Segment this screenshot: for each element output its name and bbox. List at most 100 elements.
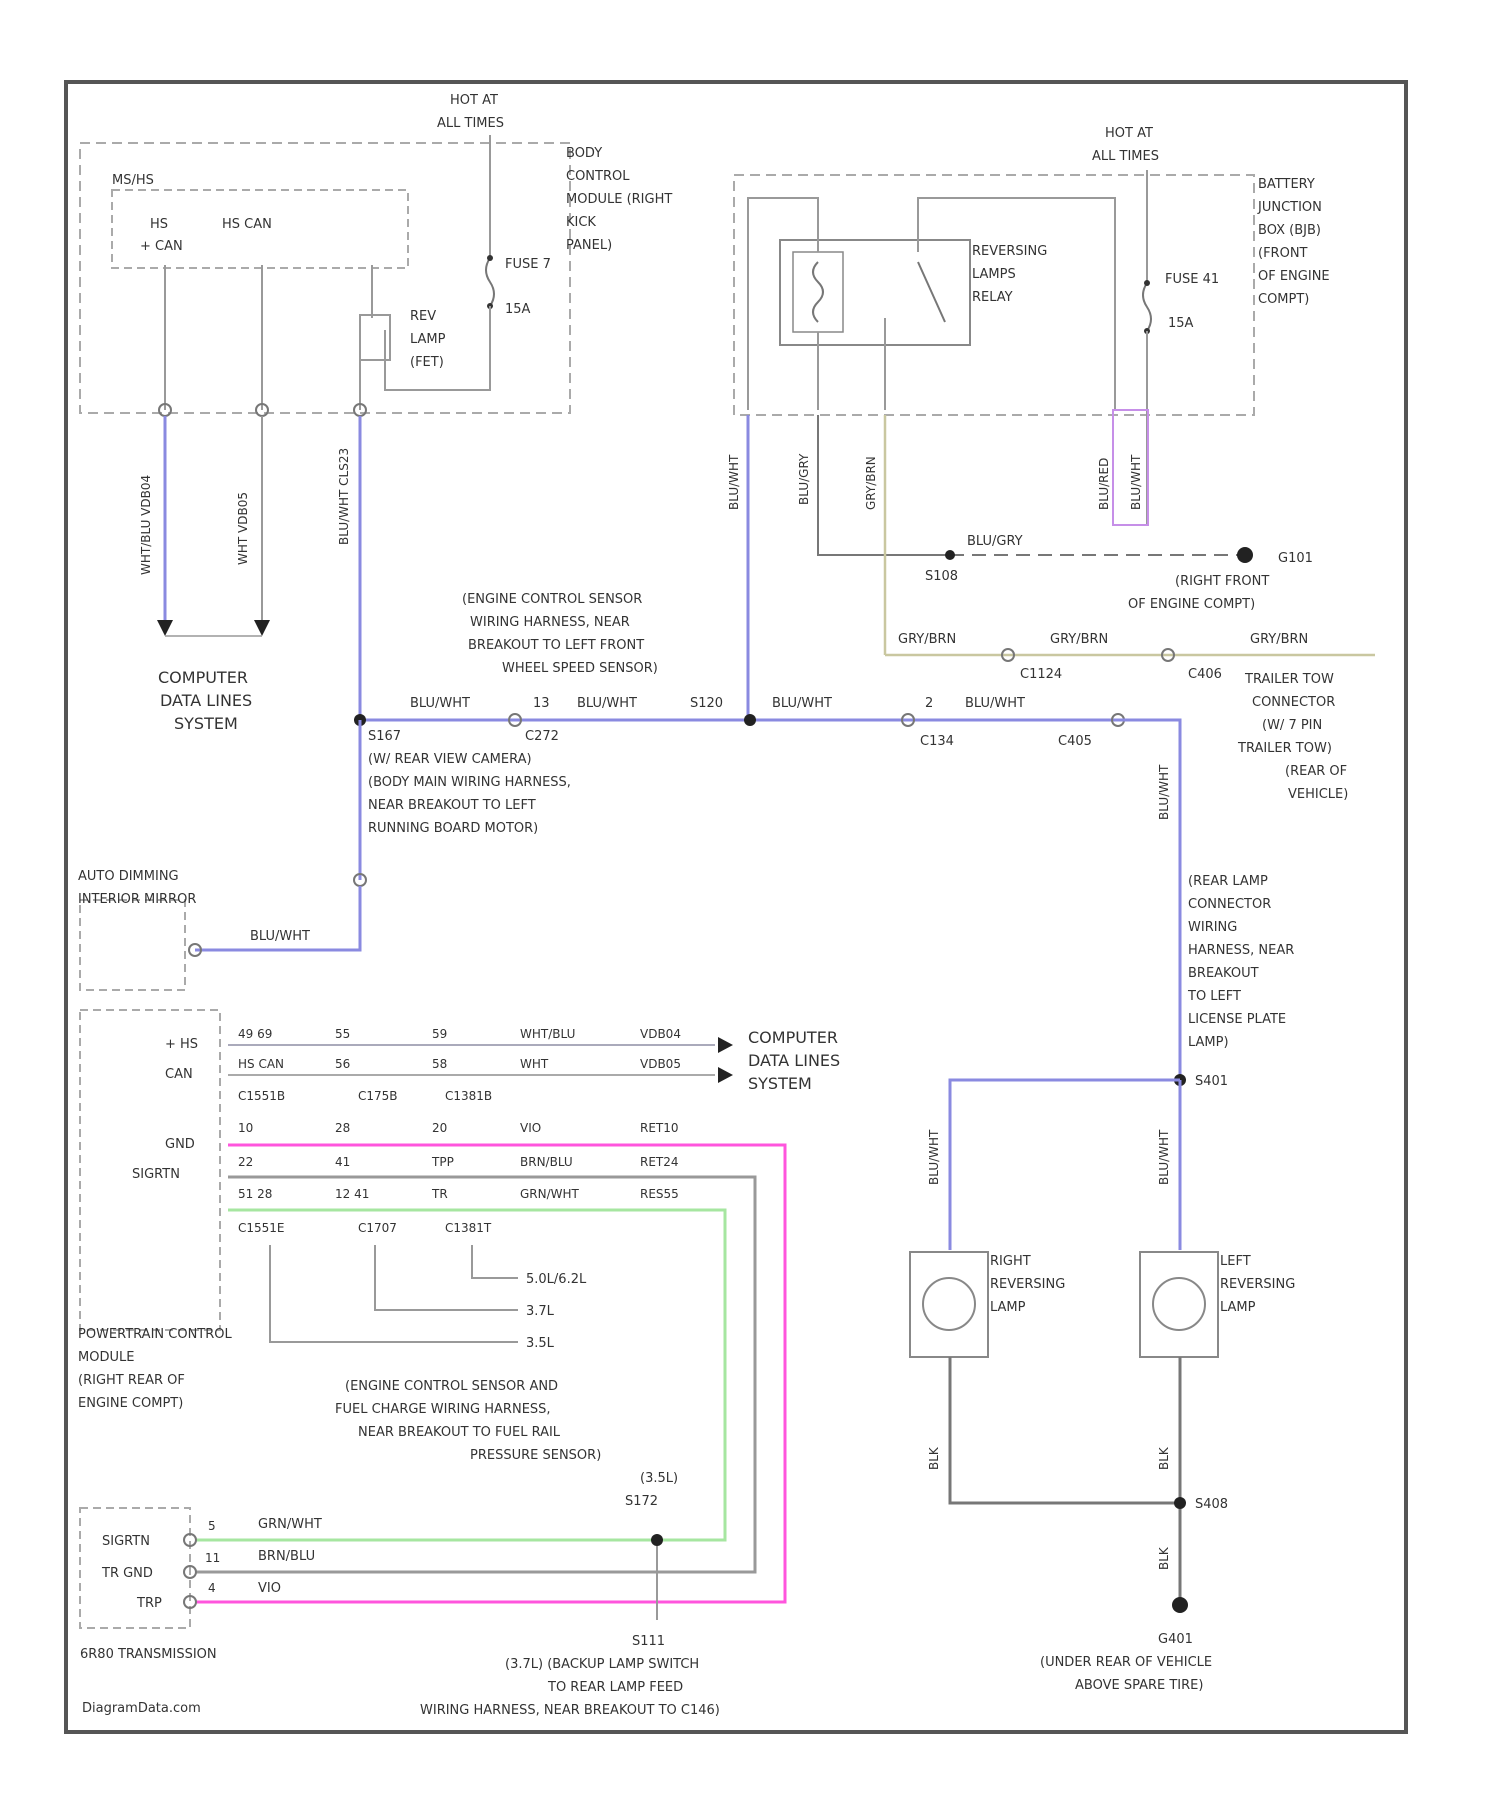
s120-label: S120: [690, 696, 723, 711]
wire-vdb05-label: WHT VDB05: [236, 492, 250, 565]
bjb-wire-label-3: GRY/BRN: [864, 456, 878, 510]
fuel-harness-5: (3.5L): [640, 1471, 678, 1486]
rear-lamp-conn-1: (REAR LAMP: [1188, 874, 1268, 889]
right-lamp-label-2: REVERSING: [990, 1277, 1065, 1292]
trans-pin-2: TR GND: [101, 1566, 153, 1581]
trans-n-2: 11: [205, 1551, 220, 1565]
s167-desc-2: (BODY MAIN WIRING HARNESS,: [368, 775, 571, 790]
g401-desc-2: ABOVE SPARE TIRE): [1075, 1678, 1203, 1693]
bus-wire-pin-2: 2: [925, 696, 933, 711]
grybrn-label-2: GRY/BRN: [1050, 632, 1108, 647]
pcm-r4-c: TPP: [431, 1155, 454, 1169]
relay-label-1: REVERSING: [972, 244, 1047, 259]
bjb-block: HOT AT ALL TIMES BATTERY JUNCTION BOX (B…: [734, 126, 1330, 525]
mirror-label-2: INTERIOR MIRROR: [78, 892, 196, 907]
s408-label: S408: [1195, 1497, 1228, 1512]
bcm-rev-wire-label: BLU/WHT CLS23: [337, 448, 351, 545]
hot-at-all-times-1a: HOT AT: [450, 93, 498, 108]
rear-lamp-conn-4: HARNESS, NEAR: [1188, 943, 1294, 958]
bus-wire-label-1: BLU/WHT: [410, 696, 470, 711]
pcm-r4-a: 22: [238, 1155, 253, 1169]
pcm-label-4: ENGINE COMPT): [78, 1396, 183, 1411]
computer-data-lines-2c: SYSTEM: [748, 1074, 812, 1093]
trans-n-3: 4: [208, 1581, 216, 1595]
pcm-conn-1: C1551B: [238, 1089, 285, 1103]
pcm-r5-d: GRN/WHT: [520, 1187, 580, 1201]
pcm-r5-c: TR: [431, 1187, 448, 1201]
computer-data-lines-1a: COMPUTER: [158, 668, 248, 687]
engine-variant-3: 3.5L: [526, 1336, 555, 1351]
mirror-block: AUTO DIMMING INTERIOR MIRROR BLU/WHT: [78, 720, 366, 990]
trailer-wire: GRY/BRN GRY/BRN GRY/BRN C1124 C406 TRAIL…: [885, 632, 1375, 802]
bjb-wire-label-1: BLU/WHT: [727, 454, 741, 510]
right-lamp-wire-label: BLU/WHT: [927, 1129, 941, 1185]
g101-desc-1: (RIGHT FRONT: [1175, 574, 1269, 589]
bus-wire-label-3: BLU/WHT: [772, 696, 832, 711]
bcm-block: MS/HS HS + CAN HS CAN BODY CONTROL MODUL…: [80, 93, 672, 416]
pcm-block: + HS CAN 49 69 55 59 WHT/BLU VDB04 HS CA…: [78, 1010, 840, 1602]
s111-desc-2: TO REAR LAMP FEED: [547, 1680, 683, 1695]
trans-n-1: 5: [208, 1519, 216, 1533]
engine-harness-4: WHEEL SPEED SENSOR): [502, 661, 658, 676]
rev-lamp-label-2: LAMP: [410, 332, 446, 347]
s111-desc-1: (3.7L) (BACKUP LAMP SWITCH: [505, 1657, 699, 1672]
s167-desc-3: NEAR BREAKOUT TO LEFT: [368, 798, 536, 813]
pcm-conn-2: C175B: [358, 1089, 398, 1103]
trans-wire-1: GRN/WHT: [258, 1517, 322, 1532]
g401-wire-label: BLK: [1157, 1546, 1171, 1570]
bjb-label-3: BOX (BJB): [1258, 223, 1321, 238]
computer-data-lines-2a: COMPUTER: [748, 1028, 838, 1047]
fuel-harness-2: FUEL CHARGE WIRING HARNESS,: [335, 1402, 551, 1417]
left-lamp-wire-label: BLU/WHT: [1157, 1129, 1171, 1185]
trans-pin-1: SIGRTN: [102, 1534, 150, 1549]
mid-bus: BLU/WHT 13 BLU/WHT C272 S120 BLU/WHT 2 B…: [354, 592, 1180, 836]
pcm-r5-a: 51 28: [238, 1187, 272, 1201]
pcm-r4-e: RET24: [640, 1155, 679, 1169]
rear-lamp-conn-2: CONNECTOR: [1188, 897, 1271, 912]
pcm-r1-b: 55: [335, 1027, 350, 1041]
grybrn-label-3: GRY/BRN: [1250, 632, 1308, 647]
bcm-label-3: MODULE (RIGHT: [566, 192, 672, 207]
fuse41-amp: 15A: [1168, 316, 1194, 331]
pcm-conn-3: C1381B: [445, 1089, 492, 1103]
bcm-label-5: PANEL): [566, 238, 612, 253]
trans-pin-3: TRP: [136, 1596, 162, 1611]
engine-harness-2: WIRING HARNESS, NEAR: [470, 615, 630, 630]
pcm-r2-d: WHT: [520, 1057, 549, 1071]
hot-at-all-times-1b: ALL TIMES: [437, 116, 504, 131]
bjb-label-5: OF ENGINE: [1258, 269, 1330, 284]
bjb-label-1: BATTERY: [1258, 177, 1315, 192]
fuse7-amp: 15A: [505, 302, 531, 317]
pcm-r2-c: 58: [432, 1057, 447, 1071]
engine-variant-2: 3.7L: [526, 1304, 555, 1319]
pcm-conn2-2: C1707: [358, 1221, 397, 1235]
bcm-label-4: KICK: [566, 215, 596, 230]
trailer-label-3: (W/ 7 PIN: [1262, 718, 1322, 733]
pcm-r4-d: BRN/BLU: [520, 1155, 573, 1169]
rear-lamp-conn-8: LAMP): [1188, 1035, 1229, 1050]
fuel-harness-4: PRESSURE SENSOR): [470, 1448, 601, 1463]
trailer-label-1: TRAILER TOW: [1244, 672, 1334, 687]
c272-label: C272: [525, 729, 559, 744]
right-lamp-blk-label: BLK: [927, 1446, 941, 1470]
left-lamp-label-2: REVERSING: [1220, 1277, 1295, 1292]
reversing-lamps: RIGHT REVERSING LAMP LEFT REVERSING LAMP…: [910, 1252, 1295, 1693]
bcm-inner-label: MS/HS: [112, 173, 154, 188]
hot-at-all-times-2b: ALL TIMES: [1092, 149, 1159, 164]
s167-desc-1: (W/ REAR VIEW CAMERA): [368, 752, 532, 767]
pcm-r2-b: 56: [335, 1057, 350, 1071]
s111-desc-3: WIRING HARNESS, NEAR BREAKOUT TO C146): [420, 1703, 720, 1718]
hot-at-all-times-2a: HOT AT: [1105, 126, 1153, 141]
watermark: DiagramData.com: [82, 1701, 201, 1716]
pcm-conn2-1: C1551E: [238, 1221, 285, 1235]
fuel-harness-1: (ENGINE CONTROL SENSOR AND: [345, 1379, 558, 1394]
pcm-r3-e: RET10: [640, 1121, 679, 1135]
pcm-r4-b: 41: [335, 1155, 350, 1169]
engine-harness-3: BREAKOUT TO LEFT FRONT: [468, 638, 644, 653]
engine-variant-1: 5.0L/6.2L: [526, 1272, 587, 1287]
rear-lamp-wire-label: BLU/WHT: [1157, 764, 1171, 820]
pcm-r3-b: 28: [335, 1121, 350, 1135]
computer-data-lines-2b: DATA LINES: [748, 1051, 840, 1070]
trans-wire-2: BRN/BLU: [258, 1549, 315, 1564]
hs-plus-label: HS: [150, 217, 168, 232]
